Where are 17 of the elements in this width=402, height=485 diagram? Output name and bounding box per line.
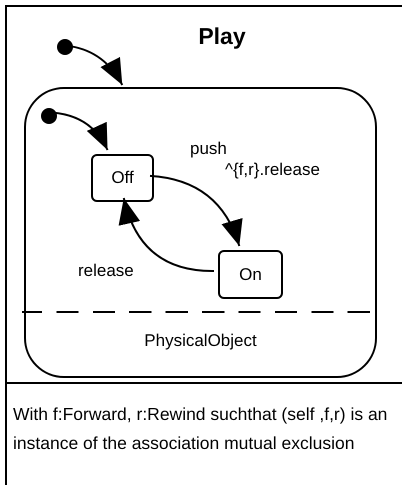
transition-arrow — [150, 174, 242, 246]
initial-state-dot — [41, 108, 57, 124]
transition-arrow — [120, 198, 214, 272]
transition-label: release — [78, 260, 135, 281]
transition-arrow — [52, 112, 108, 150]
state-name: Off — [111, 168, 134, 188]
state-box — [218, 250, 283, 299]
transition-label: push ^{f,r}.release — [190, 138, 320, 180]
composite-state-box — [24, 87, 377, 378]
state-name: Play — [197, 23, 247, 50]
diagram-frame — [5, 5, 402, 485]
initial-state-dot — [57, 39, 73, 55]
state-name: On — [239, 264, 262, 284]
state-name: PhysicalObject — [143, 331, 258, 351]
transition-arrow — [70, 45, 124, 86]
constraint-text: With f:Forward, r:Rewind suchthat (self ,f,r) is an instance of the association mutual exclusion — [13, 403, 388, 455]
state-box — [91, 154, 154, 202]
